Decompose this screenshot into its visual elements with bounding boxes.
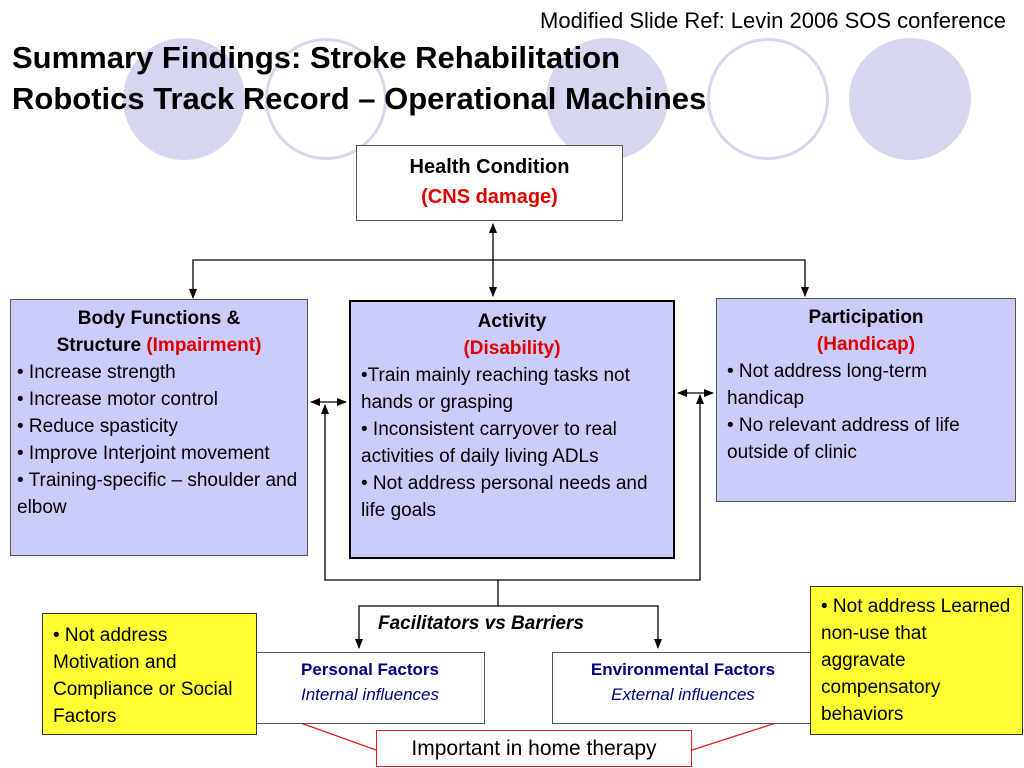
body-functions-title-1: Body Functions & (77, 308, 241, 329)
bullet-item: • Not address long-term handicap (727, 361, 927, 409)
health-condition-title: Health Condition (409, 156, 570, 178)
bullet-item: • Reduce spasticity (17, 416, 178, 437)
environmental-factors-subtitle: External influences (611, 685, 755, 704)
facilitators-label: Facilitators vs Barriers (378, 613, 584, 634)
bullet-item: • Increase strength (17, 362, 176, 383)
personal-factors-subtitle: Internal influences (301, 685, 439, 704)
participation-subtitle: (Handicap) (816, 334, 916, 355)
note-left: • Not address Motivation and Compliance … (42, 613, 257, 735)
activity-box: Activity (Disability) •Train mainly reac… (349, 300, 675, 559)
note-right: • Not address Learned non-use that aggra… (810, 586, 1023, 735)
participation-title: Participation (808, 307, 924, 328)
body-functions-subtitle: (Impairment) (146, 335, 262, 356)
bullet-item: • Training-specific – shoulder and elbow (17, 470, 298, 518)
bullet-item: • Inconsistent carryover to real activit… (361, 419, 617, 467)
bullet-item: • Increase motor control (17, 389, 218, 410)
decor-circle (265, 38, 387, 160)
slide-title: Summary Findings: Stroke Rehabilitation … (12, 37, 972, 119)
lower-left-connector (321, 394, 704, 581)
environmental-factors-box: Environmental Factors External influence… (552, 652, 814, 724)
decor-circle (849, 38, 971, 160)
bullet-item: • No relevant address of life outside of… (727, 415, 960, 463)
body-functions-title-2: Structure (Impairment) (17, 332, 301, 359)
activity-subtitle: (Disability) (463, 338, 561, 359)
decor-circle (123, 38, 245, 160)
health-condition-subtitle: (CNS damage) (421, 186, 558, 208)
title-line-1: Summary Findings: Stroke Rehabilitation (12, 40, 621, 75)
decor-circle (546, 38, 668, 160)
activity-title: Activity (477, 311, 547, 332)
body-functions-box: Body Functions & Structure (Impairment) … (10, 299, 308, 556)
body-functions-title-structure: Structure (56, 335, 142, 356)
personal-factors-box: Personal Factors Internal influences (233, 652, 485, 724)
decor-circle (707, 38, 829, 160)
home-therapy-label: Important in home therapy (376, 730, 692, 767)
participation-box: Participation (Handicap) • Not address l… (716, 298, 1016, 502)
branch-line (189, 259, 809, 299)
bullet-item: • Improve Interjoint movement (17, 443, 270, 464)
environmental-factors-title: Environmental Factors (590, 660, 776, 679)
title-line-2: Robotics Track Record – Operational Mach… (12, 81, 707, 116)
bullet-item: •Train mainly reaching tasks not hands o… (361, 365, 630, 413)
personal-factors-title: Personal Factors (301, 660, 439, 679)
health-condition-box: Health Condition (CNS damage) (356, 145, 623, 221)
bullet-item: • Not address personal needs and life go… (361, 473, 648, 521)
slide-reference: Modified Slide Ref: Levin 2006 SOS confe… (540, 8, 1006, 33)
factor-split (355, 605, 662, 649)
